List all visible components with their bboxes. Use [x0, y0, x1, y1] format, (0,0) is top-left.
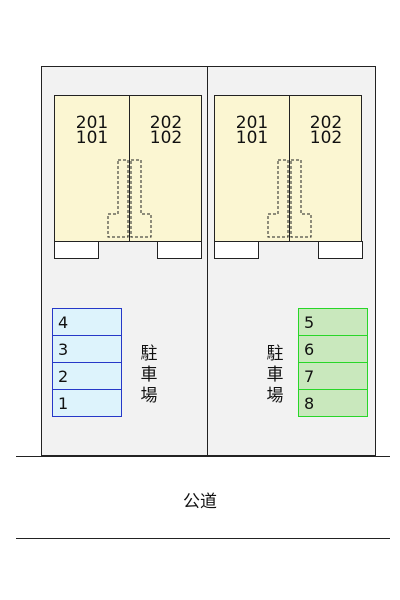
unit-number-lower: 101: [75, 128, 109, 148]
road-label: 公道: [183, 492, 217, 512]
balcony-right-unit-b: [318, 241, 363, 259]
stair-left-a-outline: [107, 159, 129, 238]
parking-label-char: 駐: [266, 344, 284, 364]
unit-number-lower: 102: [149, 128, 183, 148]
parking-label-char: 車: [140, 365, 158, 385]
road-edge-top: [16, 456, 390, 457]
stair-right-b-outline: [290, 159, 312, 238]
lot-divider: [207, 66, 208, 456]
unit-number-label: 201 101: [215, 113, 289, 148]
road-edge-bottom: [16, 538, 390, 539]
parking-stall: 3: [52, 335, 122, 363]
unit-number-upper: 201: [235, 113, 269, 133]
unit-number-label: 202 102: [289, 113, 363, 148]
parking-label-char: 駐: [140, 344, 158, 364]
balcony-left-unit-b: [157, 241, 202, 259]
parking-stalls-right: 5 6 7 8: [298, 308, 368, 417]
stair-left-b-outline: [130, 159, 152, 238]
parking-label-left: 駐 車 場: [138, 344, 160, 407]
unit-number-label: 202 102: [129, 113, 203, 148]
unit-number-lower: 101: [235, 128, 269, 148]
parking-stall: 6: [298, 335, 368, 363]
parking-stall: 2: [52, 362, 122, 390]
parking-stalls-left: 4 3 2 1: [52, 308, 122, 417]
parking-label-char: 場: [140, 386, 158, 406]
stair-right-a-outline: [267, 159, 289, 238]
unit-number-upper: 202: [149, 113, 183, 133]
unit-wall: [129, 96, 130, 241]
parking-stall: 8: [298, 389, 368, 417]
unit-wall: [289, 96, 290, 241]
parking-label-char: 場: [266, 386, 284, 406]
parking-stall: 5: [298, 308, 368, 336]
unit-number-label: 201 101: [55, 113, 129, 148]
unit-number-upper: 202: [309, 113, 343, 133]
balcony-right-unit-a: [214, 241, 259, 259]
parking-label-right: 駐 車 場: [264, 344, 286, 407]
parking-stall: 7: [298, 362, 368, 390]
parking-stall: 4: [52, 308, 122, 336]
parking-stall: 1: [52, 389, 122, 417]
balcony-left-unit-a: [54, 241, 99, 259]
unit-number-lower: 102: [309, 128, 343, 148]
parking-label-char: 車: [266, 365, 284, 385]
unit-number-upper: 201: [75, 113, 109, 133]
